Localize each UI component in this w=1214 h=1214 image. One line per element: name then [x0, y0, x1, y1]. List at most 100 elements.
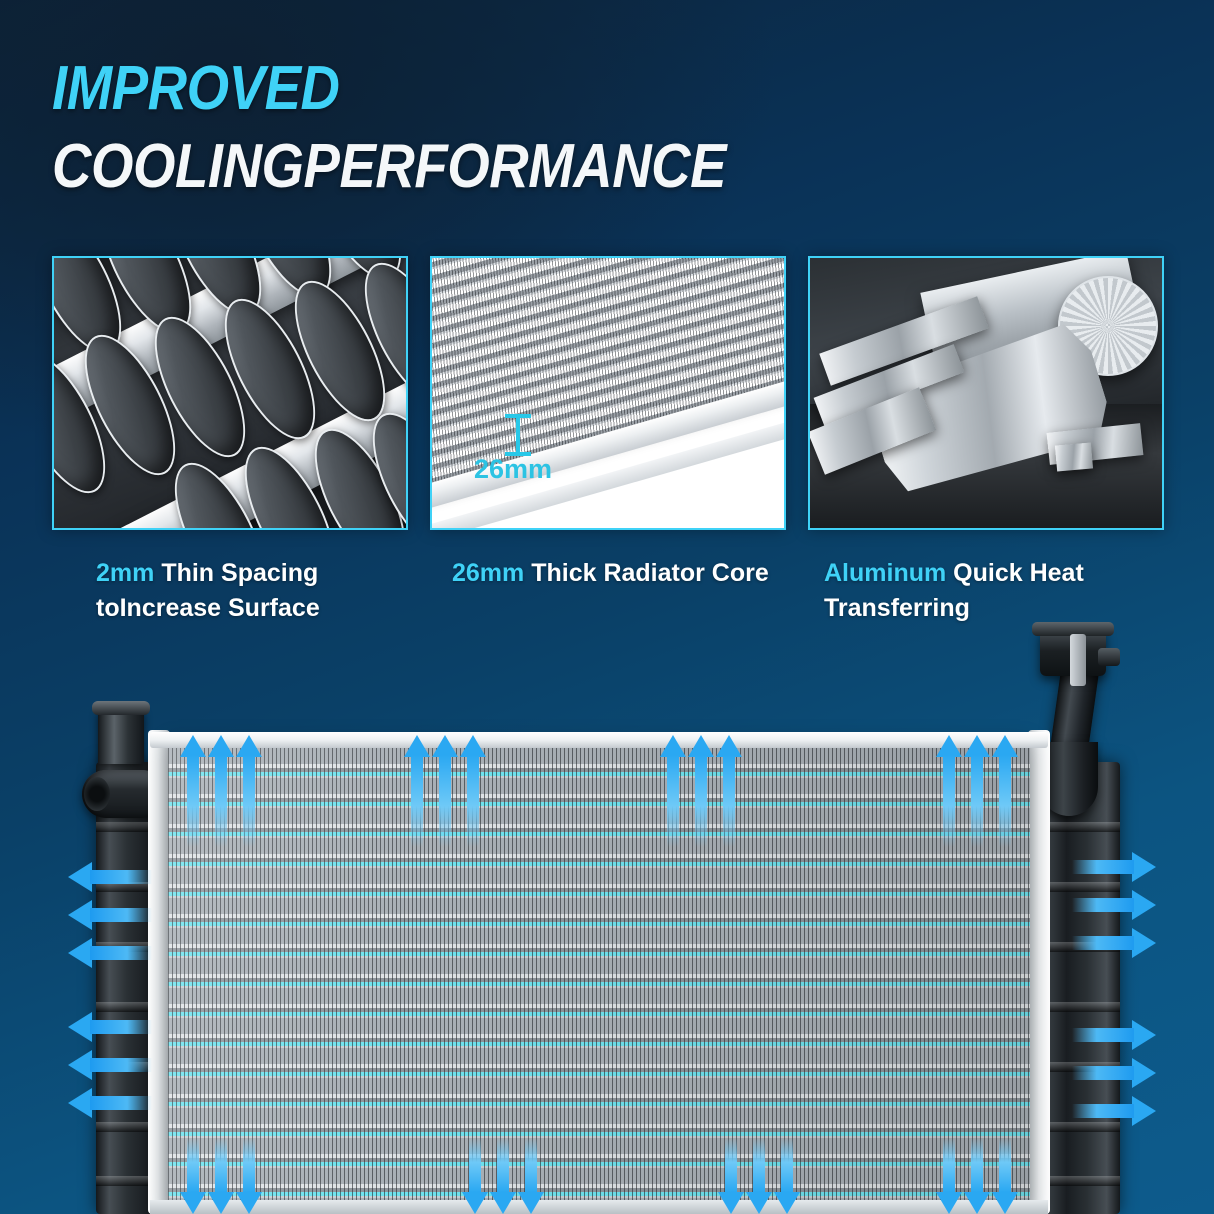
- airflow-arrow-left: [68, 1088, 152, 1118]
- airflow-arrow-up: [688, 735, 714, 847]
- airflow-arrow-left: [68, 1012, 152, 1042]
- arrow-head: [746, 1192, 772, 1214]
- arrow-shaft: [667, 755, 679, 847]
- headline-block: IMPROVED COOLINGPERFORMANCE: [52, 58, 872, 198]
- airflow-arrow-up: [432, 735, 458, 847]
- aluminum-small-square: [1054, 442, 1094, 472]
- arrow-shaft: [725, 1138, 737, 1192]
- arrow-head: [1132, 890, 1156, 920]
- filler-neck-clip: [1070, 634, 1086, 686]
- airflow-arrow-up: [716, 735, 742, 847]
- caption-text: Thick Radiator Core: [524, 559, 769, 587]
- arrow-shaft: [215, 1138, 227, 1192]
- arrow-head: [774, 1192, 800, 1214]
- thickness-dimension-label: 26mm: [474, 454, 553, 484]
- core-fin-hatching: [168, 742, 1030, 1214]
- arrow-shaft: [1072, 1104, 1134, 1118]
- tank-rib: [96, 882, 170, 892]
- tank-rib: [1046, 1002, 1120, 1012]
- caption-thick-core: 26mm Thick Radiator Core: [452, 556, 792, 591]
- airflow-arrow-right: [1072, 928, 1156, 958]
- right-end-tank: [1046, 762, 1120, 1214]
- headline-line-2: COOLINGPERFORMANCE: [52, 132, 727, 201]
- tank-rib: [96, 1122, 170, 1132]
- airflow-arrow-down: [992, 1138, 1018, 1214]
- airflow-arrow-up: [660, 735, 686, 847]
- arrow-head: [68, 862, 92, 892]
- aluminum-rod-end-face: [1058, 276, 1158, 376]
- arrow-shaft: [971, 755, 983, 847]
- arrow-head: [462, 1192, 488, 1214]
- arrow-shaft: [525, 1138, 537, 1192]
- tank-rib: [1046, 1176, 1120, 1186]
- airflow-arrow-right: [1072, 1096, 1156, 1126]
- arrow-head: [68, 1050, 92, 1080]
- tube-openings-image: [54, 258, 406, 528]
- airflow-arrow-up: [460, 735, 486, 847]
- arrow-shaft: [90, 946, 152, 960]
- arrow-shaft: [439, 755, 451, 847]
- caption-aluminum: Aluminum Quick Heat Transferring: [824, 556, 1154, 625]
- arrow-head: [718, 1192, 744, 1214]
- arrow-head: [68, 938, 92, 968]
- arrow-shaft: [90, 908, 152, 922]
- airflow-arrow-right: [1072, 1020, 1156, 1050]
- filler-neck-nipple: [1098, 648, 1120, 666]
- caption-text: Quick Heat Transferring: [824, 559, 1084, 622]
- arrow-head: [936, 735, 962, 757]
- caption-thin-spacing: 2mm Thin Spacing toIncrease Surface: [96, 556, 436, 625]
- arrow-shaft: [90, 870, 152, 884]
- airflow-arrow-down: [964, 1138, 990, 1214]
- arrow-shaft: [187, 1138, 199, 1192]
- arrow-head: [518, 1192, 544, 1214]
- arrow-shaft: [467, 755, 479, 847]
- core-sheen: [168, 742, 1030, 1214]
- feature-panel-thick-core: 26mm: [430, 256, 786, 530]
- arrow-head: [1132, 1058, 1156, 1088]
- arrow-shaft: [781, 1138, 793, 1192]
- arrow-head: [992, 735, 1018, 757]
- tank-rib: [1046, 1122, 1120, 1132]
- airflow-arrow-up: [180, 735, 206, 847]
- arrow-shaft: [1072, 936, 1134, 950]
- feature-panels: 26mm: [52, 256, 1164, 536]
- arrow-head: [180, 1192, 206, 1214]
- airflow-arrow-left: [68, 1050, 152, 1080]
- airflow-arrow-up: [992, 735, 1018, 847]
- arrow-head: [1132, 1096, 1156, 1126]
- dimension-cap-bottom: [505, 452, 531, 456]
- radiator-core: [168, 742, 1030, 1214]
- arrow-head: [964, 1192, 990, 1214]
- tank-rib: [1046, 822, 1120, 832]
- airflow-arrow-down: [746, 1138, 772, 1214]
- arrow-shaft: [695, 755, 707, 847]
- airflow-arrow-right: [1072, 890, 1156, 920]
- arrow-head: [236, 735, 262, 757]
- thickness-dimension-marker: [505, 414, 531, 456]
- tank-rib: [1046, 882, 1120, 892]
- arrow-shaft: [497, 1138, 509, 1192]
- arrow-head: [490, 1192, 516, 1214]
- arrow-head: [660, 735, 686, 757]
- radiator-frame-left: [148, 730, 170, 1214]
- airflow-arrow-down: [462, 1138, 488, 1214]
- tank-rib: [96, 822, 170, 832]
- airflow-arrow-right: [1072, 1058, 1156, 1088]
- arrow-shaft: [215, 755, 227, 847]
- airflow-arrow-left: [68, 938, 152, 968]
- arrow-shaft: [90, 1096, 152, 1110]
- arrow-shaft: [90, 1020, 152, 1034]
- feature-panel-aluminum: [808, 256, 1164, 530]
- arrow-head: [404, 735, 430, 757]
- arrow-head: [1132, 928, 1156, 958]
- radiator-top-rail: [150, 732, 1048, 748]
- airflow-arrow-left: [68, 900, 152, 930]
- arrow-head: [460, 735, 486, 757]
- fin-core-image: 26mm: [432, 258, 784, 528]
- arrow-shaft: [243, 755, 255, 847]
- airflow-arrow-down: [936, 1138, 962, 1214]
- airflow-arrow-up: [404, 735, 430, 847]
- airflow-arrow-down: [180, 1138, 206, 1214]
- arrow-head: [716, 735, 742, 757]
